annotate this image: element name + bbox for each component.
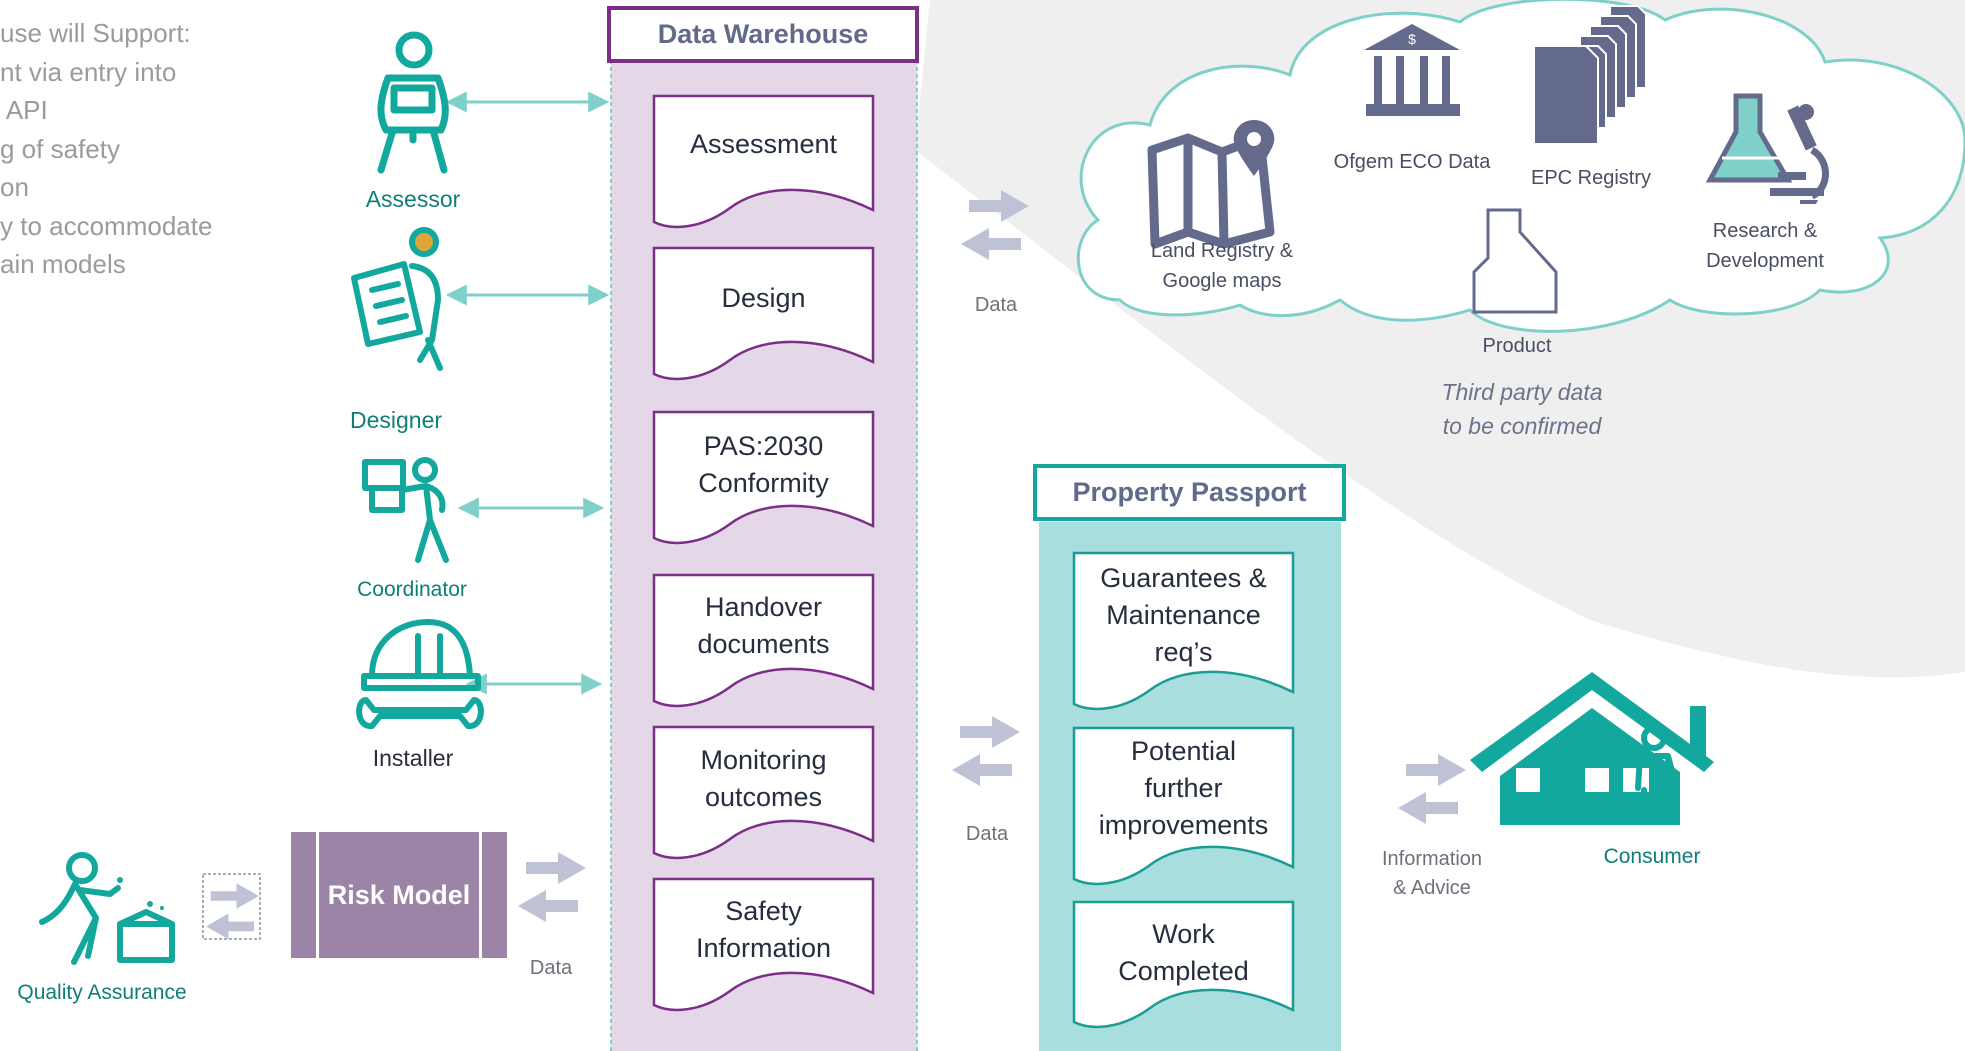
- support-note-line: ain models: [0, 249, 126, 279]
- qa-icon: [39, 852, 175, 965]
- support-note: use will Support: nt via entry into API g …: [0, 14, 212, 284]
- warehouse-item-handover: Handover documents: [654, 587, 873, 665]
- passport-item-line: improvements: [1098, 809, 1269, 840]
- warehouse-item-line: Conformity: [698, 468, 829, 498]
- information-advice-line: Information: [1381, 848, 1483, 870]
- consumer-label: Consumer: [1603, 845, 1701, 868]
- warehouse-item-line: documents: [697, 629, 830, 659]
- epc-registry-label: EPC Registry: [1530, 167, 1652, 189]
- information-advice-line: & Advice: [1393, 877, 1471, 899]
- research-line: Research &: [1712, 220, 1818, 242]
- stacked-documents-icon: [1533, 5, 1647, 145]
- passport-item-line: Maintenance: [1106, 599, 1261, 630]
- warehouse-item-line: PAS:2030: [703, 431, 824, 461]
- passport-item-line: req’s: [1154, 636, 1213, 667]
- research-line: Development: [1706, 250, 1824, 272]
- designer-label: Designer: [349, 407, 443, 433]
- third-party-cloud: [1076, 0, 1965, 333]
- property-passport-title-text: Property Passport: [1072, 477, 1307, 507]
- warehouse-item-line: Monitoring: [700, 745, 827, 775]
- data-warehouse-title: Data Warehouse: [607, 6, 919, 63]
- warehouse-item-line: Assessment: [689, 128, 838, 159]
- warehouse-item-line: Design: [721, 282, 806, 313]
- qa-icon-sparkles: [117, 877, 164, 910]
- risk-model-label: Risk Model: [327, 879, 471, 910]
- warehouse-item-design: Design: [654, 264, 873, 332]
- quality-assurance-label: Quality Assurance: [17, 981, 187, 1004]
- consumer-person-icon: [1635, 725, 1679, 825]
- assessor-label: Assessor: [365, 186, 461, 212]
- warehouse-item-line: Information: [695, 933, 832, 963]
- installer-icon: [356, 619, 484, 729]
- bank-icon: [1364, 24, 1460, 116]
- coordinator-icon: [362, 457, 449, 563]
- warehouse-passport-data-label: Data: [965, 823, 1009, 845]
- map-pin-icon: [1147, 133, 1275, 249]
- third-party-note: Third party data to be confirmed: [1441, 375, 1602, 443]
- support-note-line: y to accommodate: [0, 210, 213, 241]
- warehouse-item-line: Safety: [725, 896, 802, 926]
- exchange-arrows: [518, 190, 1466, 922]
- third-party-note-line: Third party data: [1441, 379, 1603, 405]
- land-registry-line: Land Registry &: [1150, 240, 1294, 262]
- passport-item-line: Completed: [1118, 956, 1249, 986]
- research-label: Research & Development: [1706, 216, 1824, 276]
- support-note-line: g of safety: [0, 133, 120, 164]
- assessor-icon: [377, 31, 449, 174]
- land-registry-label: Land Registry & Google maps: [1151, 236, 1293, 296]
- coordinator-label: Coordinator: [357, 578, 467, 601]
- warehouse-doc-shapes: [652, 94, 875, 1012]
- map-pin-marker: [1233, 120, 1275, 176]
- warehouse-cloud-data-label: Data: [974, 294, 1018, 316]
- third-party-note-line: to be confirmed: [1442, 413, 1602, 439]
- risk-model-box: Risk Model: [291, 832, 507, 958]
- consumer-house-icon: [1470, 672, 1714, 825]
- passport-item-line: further: [1144, 772, 1223, 803]
- warehouse-item-assessment: Assessment: [654, 112, 873, 176]
- information-advice-label: Information & Advice: [1382, 845, 1482, 903]
- passport-item-line: Guarantees &: [1100, 562, 1267, 593]
- data-warehouse-title-text: Data Warehouse: [657, 19, 869, 49]
- support-note-line: API: [0, 95, 48, 125]
- warehouse-item-monitoring: Monitoring outcomes: [654, 740, 873, 818]
- support-note-line: nt via entry into: [0, 56, 177, 87]
- support-note-line: use will Support:: [0, 18, 191, 48]
- warehouse-item-line: outcomes: [704, 782, 823, 812]
- lab-flask-microscope-icon: [1705, 93, 1829, 204]
- svg-text:$: $: [1408, 31, 1416, 47]
- land-registry-line: Google maps: [1162, 270, 1282, 292]
- role-connectors: [445, 91, 610, 695]
- installer-label: Installer: [372, 745, 454, 771]
- passport-item-improvements: Potential further improvements: [1074, 731, 1293, 845]
- risk-warehouse-data-label: Data: [529, 957, 573, 979]
- warehouse-item-line: Handover: [704, 592, 823, 622]
- passport-item-guarantees: Guarantees & Maintenance req’s: [1074, 558, 1293, 672]
- passport-item-line: Work: [1152, 919, 1215, 949]
- support-note-line: on: [0, 172, 29, 202]
- passport-doc-shapes: [1072, 551, 1295, 1029]
- passport-item-line: Potential: [1130, 735, 1237, 766]
- ofgem-label: Ofgem ECO Data: [1333, 151, 1491, 173]
- designer-icon: [351, 227, 443, 371]
- bottle-outline-icon: [1472, 208, 1558, 314]
- product-label: Product: [1482, 335, 1552, 357]
- property-passport-title: Property Passport: [1033, 464, 1346, 521]
- qa-risk-connector: [202, 873, 261, 940]
